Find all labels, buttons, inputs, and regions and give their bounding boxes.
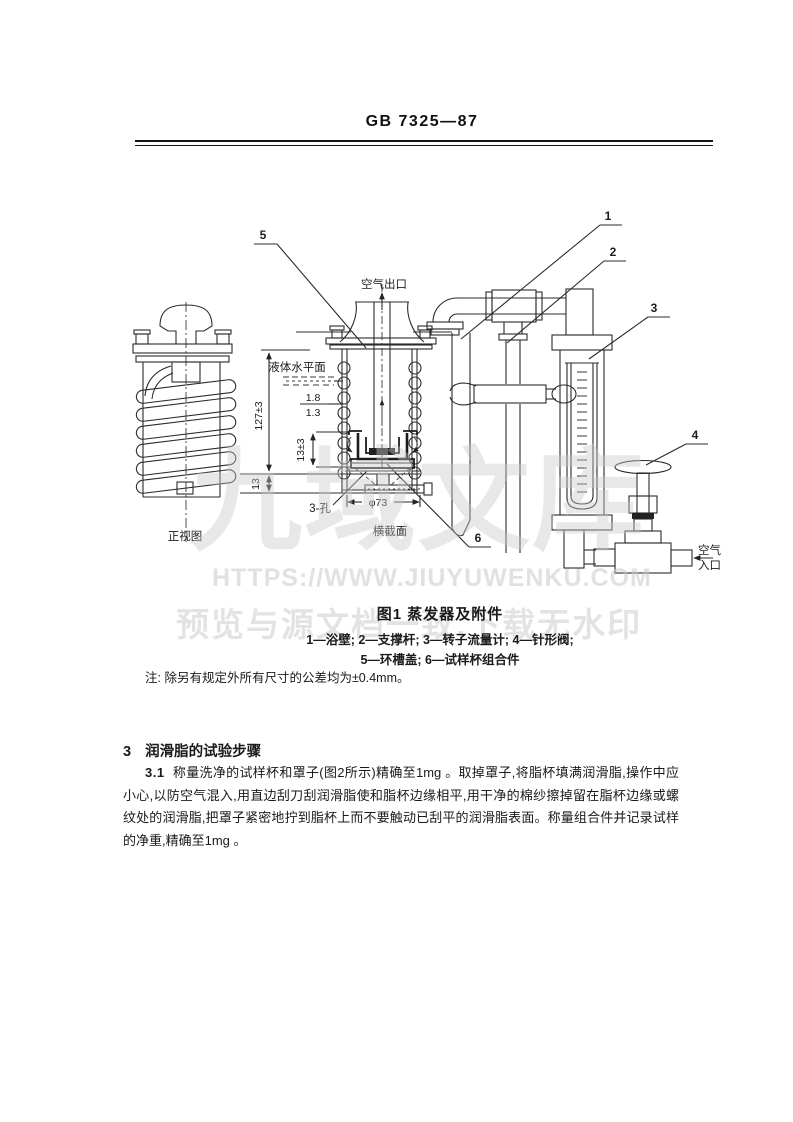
figure-caption: 图1 蒸发器及附件 [376, 606, 504, 623]
callout-leaders: 1 2 3 4 5 6 [254, 209, 708, 548]
figure-legend-line2: 5—环槽盖; 6—试样杯组合件 [360, 653, 520, 667]
section-number: 3 [123, 744, 132, 760]
section-title: 润滑脂的试验步骤 [145, 744, 262, 760]
piping-drawing [426, 289, 577, 553]
needle-valve-drawing: 空气 入口 [593, 459, 721, 574]
dim-diameter: φ73 [369, 497, 388, 509]
dim-cup: 13±3 [295, 438, 307, 461]
front-view-label: 正视图 [168, 529, 203, 543]
paragraph-text: 称量洗净的试样杯和罩子(图2所示)精确至1mg 。取掉罩子,将脂杯填满润滑脂,操… [123, 765, 679, 848]
liquid-level-label: 液体水平面 [268, 360, 326, 374]
callout-6: 6 [475, 531, 482, 545]
section-heading: 3 润滑脂的试验步骤 [123, 740, 261, 761]
callout-3: 3 [651, 301, 658, 315]
paragraph-number: 3.1 [145, 765, 165, 780]
header-rule [135, 140, 713, 146]
doc-number: GB 7325—87 [365, 113, 479, 130]
callout-5: 5 [260, 228, 267, 242]
air-outlet-label: 空气出口 [361, 277, 407, 291]
evaporator-drawing: 空气出口 [296, 277, 452, 538]
holes-label: 3-孔 [309, 502, 331, 515]
cross-section-label: 横截面 [373, 524, 408, 538]
dimension-lines: 液体水平面 1.8 1.3 127±3 13 13±3 [240, 349, 421, 515]
dim-frac-top: 1.8 [306, 392, 321, 404]
dim-height: 127±3 [253, 401, 265, 430]
air-inlet-label-bottom: 入口 [698, 559, 721, 572]
callout-1: 1 [605, 209, 612, 223]
rotameter-drawing [551, 288, 613, 569]
air-inlet-label-top: 空气 [698, 543, 721, 557]
callout-2: 2 [610, 245, 617, 259]
figure-legend-line1: 1—浴壁; 2—支撑杆; 3—转子流量计; 4—针形阀; [306, 633, 574, 647]
dim-base: 13 [250, 478, 262, 490]
dim-frac-bottom: 1.3 [306, 407, 321, 419]
figure1-drawing: 正视图 空气出口 [132, 209, 721, 574]
front-view-drawing: 正视图 [132, 302, 237, 543]
callout-4: 4 [692, 428, 699, 442]
figure-note: 注: 除另有规定外所有尺寸的公差均为±0.4mm。 [145, 671, 410, 685]
